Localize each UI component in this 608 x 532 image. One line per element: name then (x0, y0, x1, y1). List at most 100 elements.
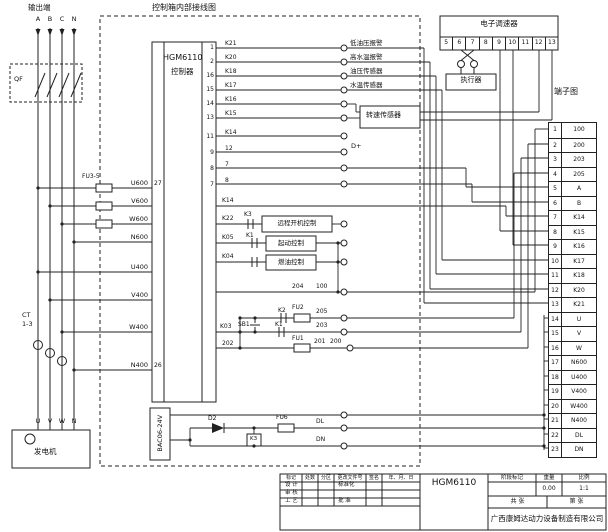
pin-number: 7 (210, 181, 214, 188)
wire-label-dl: DL (316, 418, 324, 425)
tb-header-zone: 分区 (320, 475, 331, 481)
controller-outline (151, 41, 217, 403)
terminal-label: 205 (573, 170, 585, 178)
pin-label-w600: W600 (129, 215, 148, 223)
phase-label-a: A (35, 15, 41, 23)
pin-number-27: 27 (154, 180, 162, 187)
tb-scale-label: 比例 (578, 475, 590, 481)
terminal-row: 22 DL (549, 427, 596, 442)
terminal-number: 8 (549, 225, 562, 239)
terminal-row: 19 V400 (549, 384, 596, 399)
pin-label: K18 (225, 68, 237, 75)
pin-label-u400: U400 (130, 263, 148, 271)
terminal-row: 3 203 (549, 152, 596, 167)
fuse-label-fu1: FU1 (292, 335, 304, 342)
governor-terminal-row: 5 6 7 8 9 10 11 12 13 (440, 37, 558, 50)
terminal-row: 15 V (549, 326, 596, 341)
qf-label: QF (14, 75, 23, 83)
tb-header-mark: 标记 (285, 475, 296, 481)
pin-label-v600: V600 (131, 197, 148, 205)
terminal-number: 14 (549, 312, 562, 326)
gen-phase-n: N (71, 417, 77, 425)
terminal-row: 12 K20 (549, 282, 596, 297)
terminal-label: U400 (571, 373, 587, 381)
phase-label-c: C (59, 15, 65, 23)
relay-label-k2: K2 (278, 307, 286, 314)
ct-transformer-icons (33, 340, 67, 366)
pin-label: 7 (225, 161, 229, 168)
terminal-number: 7 (549, 211, 562, 225)
terminal-label: U (576, 315, 582, 323)
wire-label-205: 205 (316, 308, 328, 315)
governor-terminal: 8 (478, 37, 492, 50)
actuator-symbol (445, 49, 497, 91)
governor-terminal: 13 (544, 37, 558, 50)
terminal-label: K20 (573, 286, 585, 294)
pin-label-n600: N600 (130, 233, 148, 241)
wire-label-204: 204 (292, 283, 304, 290)
terminal-label: DN (574, 446, 584, 453)
generator-label: 发电机 (34, 447, 57, 456)
relay-label-k1-start: K1 (246, 232, 254, 239)
terminal-number: 20 (549, 399, 562, 413)
pin-number: 14 (206, 100, 214, 107)
actuator-label: 执行器 (460, 76, 482, 84)
pin-label: 8 (225, 177, 229, 184)
speed-sensor-box (359, 105, 421, 129)
wire-label-201: 201 (314, 338, 326, 345)
terminal-number: 18 (549, 370, 562, 384)
wire-label-k05: K05 (222, 234, 234, 241)
relay-label-k3: K3 (244, 211, 252, 218)
governor-terminal: 9 (491, 37, 505, 50)
terminal-label: K21 (573, 301, 585, 308)
tb-weight-value: 0.00 (542, 485, 556, 492)
controller-right-pin-labels-top: K21 K20 K18 K17 K16 K15 (225, 37, 237, 121)
pin-label: K21 (225, 40, 237, 47)
low-oil-alarm-label: 低油压报警 (350, 39, 383, 47)
start-control-label: 起动控制 (278, 239, 304, 247)
terminal-number: 4 (549, 167, 562, 181)
battery-box (149, 407, 171, 461)
fuse-label-fu6: FU6 (276, 414, 288, 421)
terminal-number: 22 (549, 428, 562, 442)
fuse-label-fu2: FU2 (292, 304, 304, 311)
terminal-label: K14 (573, 214, 585, 221)
governor-terminal: 11 (518, 37, 531, 50)
governor-terminal: 6 (452, 37, 465, 50)
ct-range-label: 1-3 (22, 320, 33, 328)
bus-wires (37, 28, 75, 430)
battery-label: BAC06-24V (155, 414, 164, 452)
terminal-label: 203 (573, 156, 585, 163)
pin-label: K16 (225, 96, 237, 103)
terminal-label: K16 (573, 243, 585, 250)
terminal-label: K18 (573, 272, 585, 279)
terminal-point-circles (340, 44, 354, 450)
terminal-label: N600 (571, 359, 587, 366)
gen-phase-w: W (58, 417, 66, 425)
pin-number: 11 (206, 133, 214, 140)
terminal-row: 8 K15 (549, 224, 596, 239)
output-terminal-label: 输出端 (28, 3, 51, 12)
pin-number: 2 (210, 58, 214, 65)
terminal-number: 21 (549, 414, 562, 428)
gen-phase-u: U (35, 417, 41, 425)
wire-label-200: 200 (330, 338, 342, 345)
wire-label-k03: K03 (220, 323, 232, 330)
tb-weight-label: 重量 (543, 475, 555, 481)
terminal-number: 11 (549, 269, 562, 283)
wire-label-100: 100 (316, 283, 328, 290)
pin-label: K14 (225, 129, 237, 136)
terminal-row: 18 U400 (549, 369, 596, 384)
qf-breaker (9, 63, 83, 103)
speed-sensor-label: 转速传感器 (366, 111, 401, 119)
tb-scale-value: 1:1 (579, 485, 589, 492)
terminal-number: 17 (549, 356, 562, 370)
controller-right-pin-numbers-mid: 11 9 8 7 (201, 129, 214, 193)
relay-coil-label-k3: K3 (250, 436, 258, 442)
tb-row-design: 设 计 (285, 482, 298, 488)
pin-number: 13 (206, 114, 214, 121)
water-sensor-label: 水温传感器 (350, 81, 383, 89)
pin-label-w400: W400 (129, 323, 148, 331)
